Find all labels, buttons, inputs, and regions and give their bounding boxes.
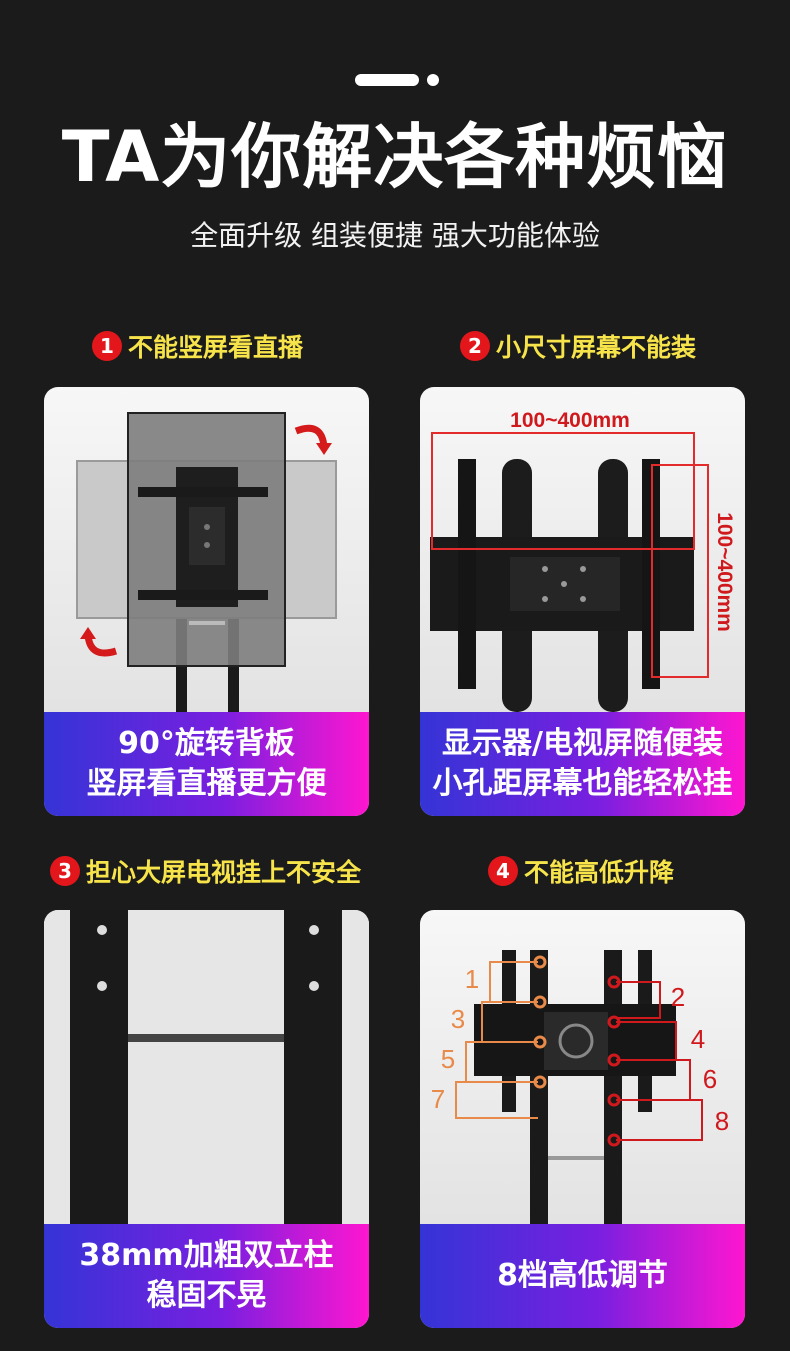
double-pole-illustration	[44, 910, 369, 1230]
page-subtitle: 全面升级 组装便捷 强大功能体验	[190, 219, 600, 252]
feature-3-caption-banner: 38mm加粗双立柱 稳固不晃	[44, 1224, 369, 1328]
position-label-4: 4	[691, 1024, 705, 1054]
feature-1-heading: 1 不能竖屏看直播	[92, 326, 303, 366]
feature-4-heading-text: 不能高低升降	[524, 858, 675, 887]
dimension-horizontal-label: 100~400mm	[510, 409, 630, 432]
position-label-5: 5	[441, 1044, 455, 1074]
decor-dash	[355, 74, 419, 86]
feature-1-caption-banner: 90°旋转背板 竖屏看直播更方便	[44, 712, 369, 816]
position-label-8: 8	[715, 1106, 729, 1136]
feature-2-caption-line2: 小孔距屏幕也能轻松挂	[432, 766, 733, 801]
feature-2-card: 100~400mm 100~400mm 显示器/电视屏随便装 小孔距屏幕也能轻松…	[420, 387, 745, 816]
page-title: TA为你解决各种烦恼	[61, 116, 729, 198]
feature-4-caption-line1: 8档高低调节	[497, 1258, 668, 1293]
feature-4-caption-banner: 8档高低调节	[420, 1224, 745, 1328]
feature-2-heading-text: 小尺寸屏幕不能装	[496, 333, 697, 362]
dimension-vertical-label: 100~400mm	[713, 512, 736, 632]
feature-1-heading-text: 不能竖屏看直播	[128, 333, 304, 362]
feature-2-heading: 2 小尺寸屏幕不能装	[460, 326, 696, 366]
feature-2-number-badge: 2	[460, 331, 490, 361]
position-label-2: 2	[671, 982, 685, 1012]
feature-3-caption-line2: 稳固不晃	[146, 1278, 267, 1313]
vesa-bracket-illustration: 100~400mm 100~400mm	[430, 409, 736, 712]
feature-1-caption-line1: 90°旋转背板	[118, 726, 295, 761]
feature-4-heading: 4 不能高低升降	[488, 851, 674, 891]
feature-3-heading-text: 担心大屏电视挂上不安全	[86, 858, 362, 887]
feature-1-number-badge: 1	[92, 331, 122, 361]
height-adjust-illustration: 1 3 5 7 2 4 6 8	[431, 950, 729, 1230]
feature-1-card: 90°旋转背板 竖屏看直播更方便	[44, 387, 369, 816]
feature-2-caption-line1: 显示器/电视屏随便装	[442, 726, 723, 761]
position-label-6: 6	[703, 1064, 717, 1094]
rotate-arrow-top-icon	[294, 424, 332, 455]
feature-1-caption-line2: 竖屏看直播更方便	[86, 766, 327, 801]
feature-3-caption-line1: 38mm加粗双立柱	[79, 1238, 334, 1273]
position-label-7: 7	[431, 1084, 445, 1114]
feature-2-caption-banner: 显示器/电视屏随便装 小孔距屏幕也能轻松挂	[420, 712, 745, 816]
decor-dot	[427, 74, 439, 86]
feature-3-number-badge: 3	[50, 856, 80, 886]
rotate-arrow-bottom-icon	[80, 627, 118, 657]
position-label-1: 1	[465, 964, 479, 994]
feature-4-card: 1 3 5 7 2 4 6 8 8档高低调节	[420, 910, 745, 1328]
feature-3-card: 38mm加粗双立柱 稳固不晃	[44, 910, 369, 1328]
rotating-bracket-illustration	[76, 412, 337, 712]
position-label-3: 3	[451, 1004, 465, 1034]
feature-4-number-badge: 4	[488, 856, 518, 886]
feature-3-heading: 3 担心大屏电视挂上不安全	[50, 851, 361, 891]
